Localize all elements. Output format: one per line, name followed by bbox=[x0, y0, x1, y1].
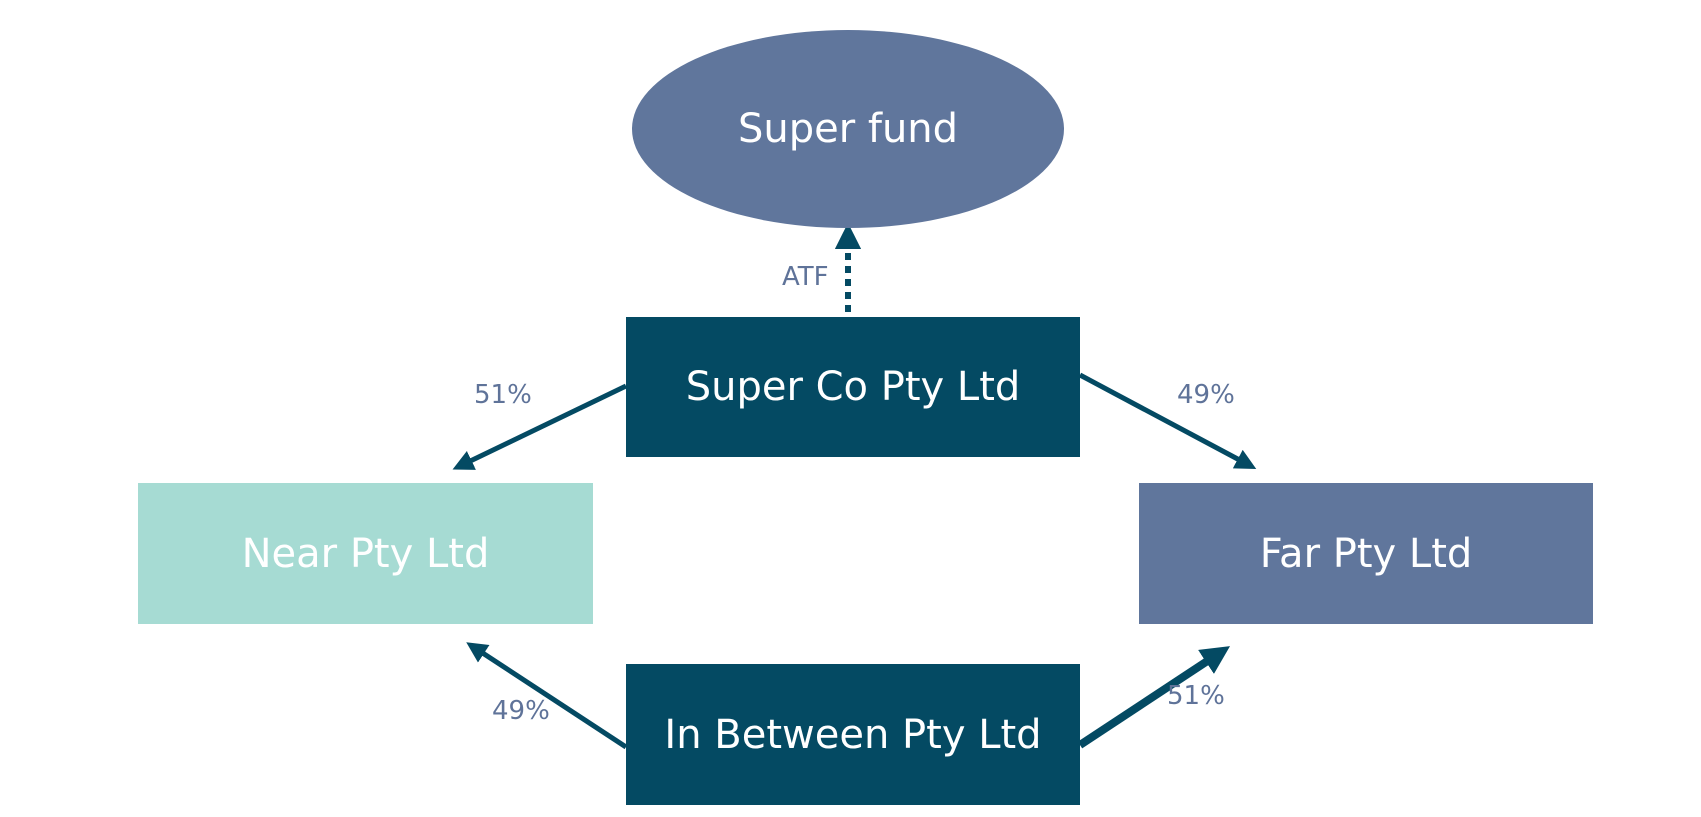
node-super-fund-label: Super fund bbox=[737, 106, 959, 152]
node-near: Near Pty Ltd bbox=[138, 483, 593, 624]
edge-label-inbetween-near: 49% bbox=[492, 696, 550, 726]
node-in-between-label: In Between Pty Ltd bbox=[664, 711, 1042, 758]
node-super-co-label: Super Co Pty Ltd bbox=[685, 364, 1021, 410]
edge-label-inbetween-far: 51% bbox=[1167, 681, 1225, 711]
edge-label-atf: ATF bbox=[782, 262, 829, 292]
edge-label-superco-far: 49% bbox=[1177, 380, 1235, 410]
node-near-label: Near Pty Ltd bbox=[241, 530, 490, 577]
node-super-co: Super Co Pty Ltd bbox=[626, 317, 1080, 457]
connector-superco-to-far bbox=[1078, 372, 1257, 469]
connector-inbetween-to-near bbox=[466, 642, 628, 750]
node-far-label: Far Pty Ltd bbox=[1259, 530, 1473, 577]
node-super-fund: Super fund bbox=[632, 30, 1064, 228]
edge-label-superco-near: 51% bbox=[474, 380, 532, 410]
connector-superco-to-near bbox=[452, 383, 628, 470]
connector-inbetween-to-far bbox=[1077, 646, 1231, 749]
node-far: Far Pty Ltd bbox=[1139, 483, 1593, 624]
node-in-between: In Between Pty Ltd bbox=[626, 664, 1080, 805]
